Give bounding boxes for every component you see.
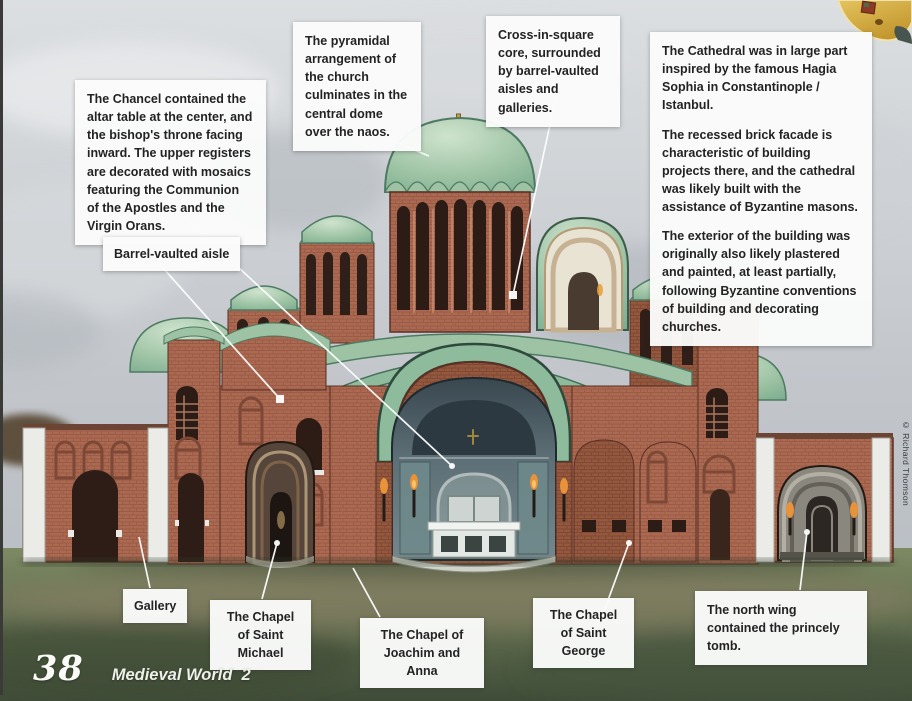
torches-exterior	[380, 478, 568, 522]
left-upper-drum	[299, 215, 375, 344]
label-chapel-saint-michael: The Chapel of Saint Michael	[210, 600, 311, 671]
series-volume: 2	[241, 666, 251, 684]
michael-chapel-cutaway	[245, 440, 315, 568]
apse-cross	[467, 429, 479, 445]
gold-artifact	[836, 0, 912, 44]
label-barrel-vaulted-aisle: Barrel-vaulted aisle	[103, 237, 241, 272]
torches-interior	[410, 474, 538, 518]
page-edge-line	[0, 0, 3, 695]
left-wing-gallery	[22, 424, 169, 563]
callout-cross-in-square: Cross-in-square core, surrounded by barr…	[486, 16, 620, 127]
label-gallery: Gallery	[123, 589, 188, 624]
page-footer: 38 Medieval World 2	[33, 648, 251, 689]
image-credit: © Richard Thomson	[901, 420, 911, 507]
barrel-line	[162, 267, 281, 400]
hagia-paragraph-2: The recessed brick facade is characteris…	[662, 127, 858, 215]
north-wing	[755, 433, 894, 563]
series-title: Medieval World	[111, 666, 233, 684]
callout-hagia-sophia: The Cathedral was in large part inspired…	[650, 32, 872, 346]
cathedral	[22, 113, 894, 573]
callout-chancel: The Chancel contained the altar table at…	[75, 80, 266, 245]
label-chapel-joachim-anna: The Chapel of Joachim and Anna	[360, 618, 484, 689]
page-number: 38	[33, 648, 84, 689]
chancel-cutaway	[391, 376, 557, 573]
right-cutaway-dome	[536, 216, 629, 333]
joachim-line	[352, 567, 381, 618]
cross-in-square-line	[512, 96, 557, 296]
left-block	[163, 326, 225, 565]
michael-line	[261, 542, 278, 600]
north-wing-line	[799, 531, 808, 591]
gallery-line	[138, 536, 151, 589]
fresco-figure	[277, 511, 285, 529]
george-apses	[571, 385, 699, 565]
hagia-paragraph-3: The exterior of the building was origina…	[662, 229, 857, 334]
label-north-wing: The north wing contained the princely to…	[695, 591, 867, 666]
label-chapel-saint-george: The Chapel of Saint George	[533, 598, 634, 669]
tomb-cutaway	[777, 464, 867, 562]
hagia-paragraph-1: The Cathedral was in large part inspired…	[662, 44, 848, 113]
facade-details	[375, 461, 573, 563]
callout-pyramidal: The pyramidal arrangement of the church …	[293, 22, 421, 151]
